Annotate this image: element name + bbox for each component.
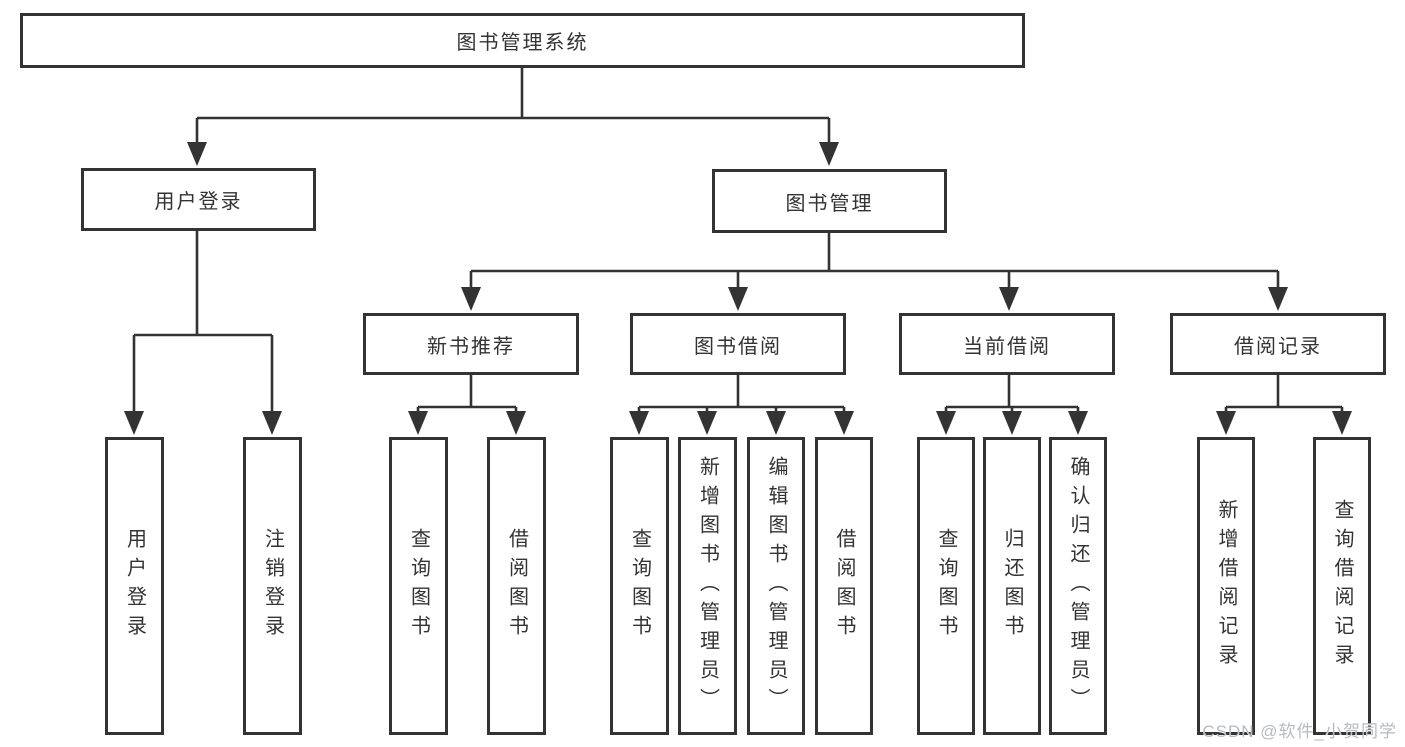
node-label: 新书推荐 bbox=[427, 335, 515, 358]
leaf-query-books-current: 查询图书 bbox=[917, 437, 975, 735]
leaf-borrow-books: 借阅图书 bbox=[815, 437, 873, 735]
node-label: 借阅记录 bbox=[1234, 335, 1322, 358]
leaf-add-books-admin: 新增图书（管理员） bbox=[678, 437, 737, 735]
leaf-query-books-recommend: 查询图书 bbox=[389, 437, 448, 735]
node-label: 用户登录 bbox=[123, 528, 146, 644]
leaf-return-books: 归还图书 bbox=[983, 437, 1041, 735]
node-book-borrowing: 图书借阅 bbox=[630, 313, 846, 375]
node-label: 查询借阅记录 bbox=[1331, 499, 1353, 673]
leaf-user-login: 用户登录 bbox=[105, 437, 164, 735]
node-label: 注销登录 bbox=[261, 528, 284, 644]
node-label: 编辑图书（管理员） bbox=[765, 455, 787, 717]
node-label: 当前借阅 bbox=[963, 335, 1051, 358]
node-new-book-recommendation: 新书推荐 bbox=[363, 313, 579, 375]
node-library-management-system: 图书管理系统 bbox=[20, 13, 1025, 68]
node-borrowing-records: 借阅记录 bbox=[1170, 313, 1386, 375]
leaf-add-borrow-record: 新增借阅记录 bbox=[1197, 437, 1255, 735]
node-user-login-branch: 用户登录 bbox=[81, 168, 316, 231]
leaf-query-borrow-record: 查询借阅记录 bbox=[1313, 437, 1371, 735]
node-label: 新增借阅记录 bbox=[1215, 499, 1237, 673]
node-label: 图书借阅 bbox=[694, 335, 782, 358]
node-label: 查询图书 bbox=[628, 528, 651, 644]
node-label: 新增图书（管理员） bbox=[696, 455, 719, 717]
leaf-confirm-return-admin: 确认归还（管理员） bbox=[1049, 437, 1107, 735]
node-label: 借阅图书 bbox=[833, 528, 855, 644]
node-label: 归还图书 bbox=[1001, 528, 1023, 644]
leaf-edit-books-admin: 编辑图书（管理员） bbox=[747, 437, 805, 735]
leaf-query-books-borrowing: 查询图书 bbox=[610, 437, 669, 735]
node-label: 用户登录 bbox=[154, 191, 243, 213]
node-current-borrowing: 当前借阅 bbox=[899, 313, 1115, 375]
node-label: 查询图书 bbox=[407, 528, 430, 644]
node-label: 查询图书 bbox=[935, 528, 957, 644]
node-label: 图书管理系统 bbox=[456, 32, 589, 54]
node-label: 确认归还（管理员） bbox=[1067, 455, 1089, 717]
leaf-borrow-books-recommend: 借阅图书 bbox=[487, 437, 546, 735]
csdn-watermark: CSDN @软件_小贺同学 bbox=[1202, 722, 1397, 741]
leaf-logout: 注销登录 bbox=[243, 437, 302, 735]
node-book-management: 图书管理 bbox=[712, 169, 947, 233]
node-label: 借阅图书 bbox=[505, 528, 528, 644]
node-label: 图书管理 bbox=[785, 192, 874, 215]
